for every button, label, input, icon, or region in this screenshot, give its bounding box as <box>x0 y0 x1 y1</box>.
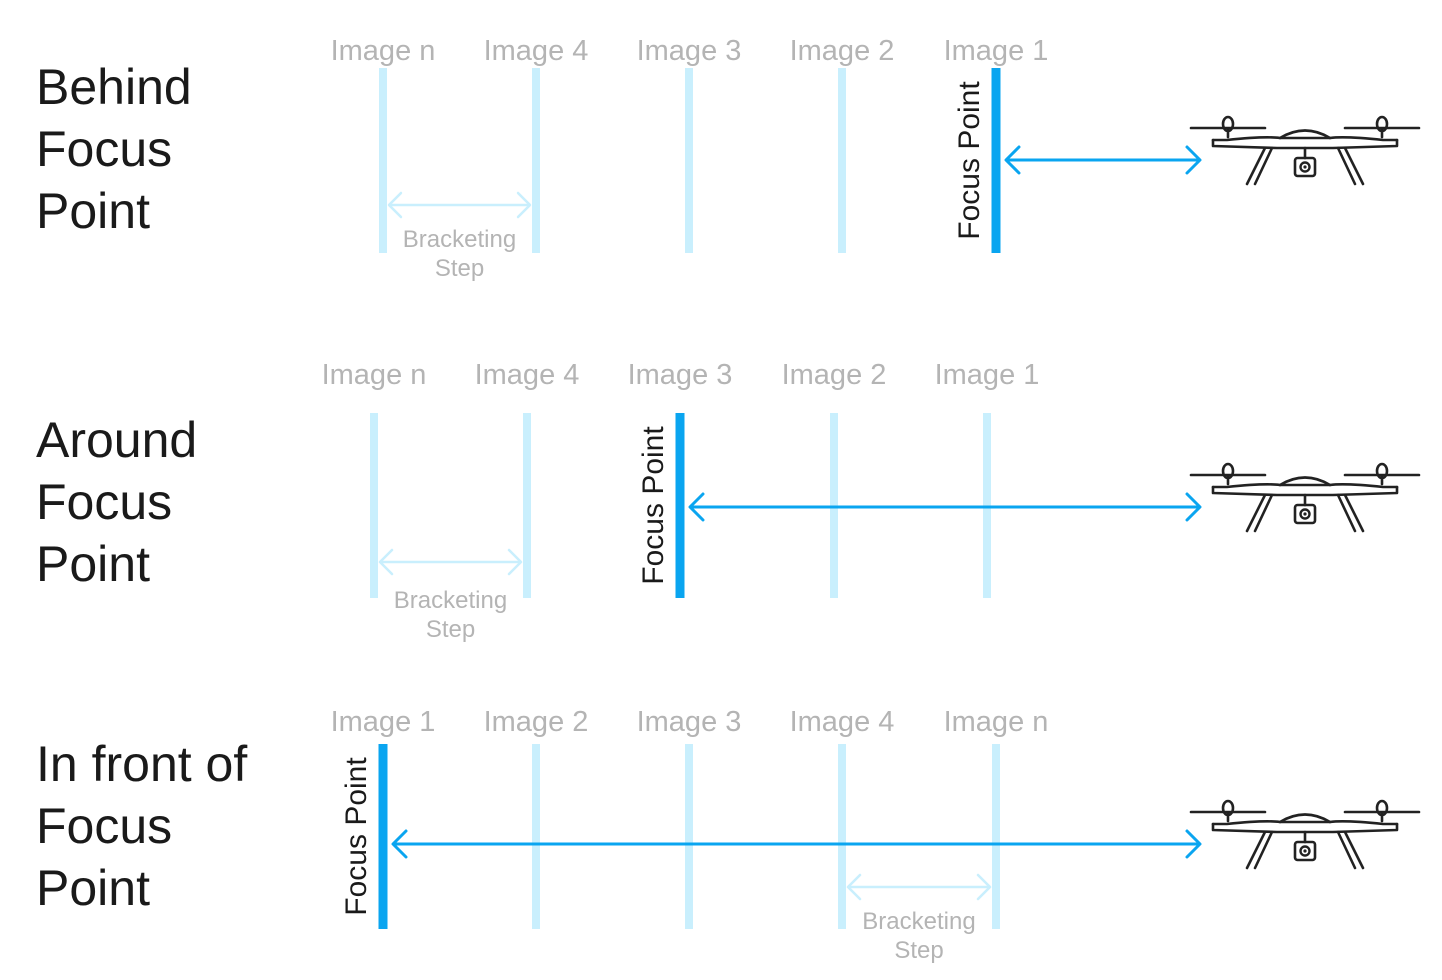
focus-distance-arrow <box>391 829 1202 859</box>
row-title-line: Focus <box>36 121 173 177</box>
row-title-line: Point <box>36 860 150 916</box>
focus-point-label: Focus Point <box>637 426 670 585</box>
bracketing-row-1: Image n Image 4 Image 3 Image 2 Image 1 Focus… <box>331 35 1421 282</box>
bracketing-step-label: Bracketing <box>403 226 516 253</box>
row-title-line: Focus <box>36 798 173 854</box>
image-label: Image 1 <box>944 35 1049 67</box>
image-label: Image 1 <box>331 706 436 738</box>
row-title-line: Behind <box>36 59 192 115</box>
bracketing-step-label: Bracketing <box>862 908 975 935</box>
image-label: Image 1 <box>935 359 1040 391</box>
bracketing-step-arrow <box>378 548 523 576</box>
quadcopter-drone-icon <box>1189 115 1421 186</box>
row-title-line: In front of <box>36 736 248 792</box>
image-label: Image n <box>322 359 427 391</box>
focus-distance-arrow <box>688 492 1202 522</box>
bracketing-step-arrow <box>846 873 992 901</box>
row-title-around: Around Focus Point <box>36 409 316 595</box>
focus-point-label: Focus Point <box>340 757 373 916</box>
row-title-behind: Behind Focus Point <box>36 56 316 242</box>
bracketing-row-3: Image 1 Image 2 Image 3 Image 4 Image n Focus… <box>331 706 1421 964</box>
bracketing-row-2: Image n Image 4 Image 3 Image 2 Image 1 Focus… <box>322 359 1421 643</box>
image-label: Image 4 <box>790 706 895 738</box>
image-label: Image n <box>944 706 1049 738</box>
quadcopter-drone-icon <box>1189 462 1421 533</box>
row-title-line: Focus <box>36 474 173 530</box>
bracketing-step-label: Step <box>894 937 943 964</box>
focus-distance-arrow <box>1004 145 1202 175</box>
focus-point-label: Focus Point <box>953 81 986 240</box>
row-title-in-front: In front of Focus Point <box>36 733 316 919</box>
image-label: Image 2 <box>790 35 895 67</box>
bracketing-step-arrow <box>387 191 532 219</box>
row-title-line: Point <box>36 536 150 592</box>
image-label: Image 2 <box>782 359 887 391</box>
image-label: Image 3 <box>637 35 742 67</box>
row-title-line: Point <box>36 183 150 239</box>
bracketing-step-label: Bracketing <box>394 587 507 614</box>
camera-icon <box>1293 840 1317 862</box>
image-label: Image 3 <box>628 359 733 391</box>
image-label: Image n <box>331 35 436 67</box>
bracketing-step-label: Step <box>435 255 484 282</box>
camera-icon <box>1293 503 1317 525</box>
bracketing-step-label: Step <box>426 616 475 643</box>
image-label: Image 4 <box>484 35 589 67</box>
camera-icon <box>1293 156 1317 178</box>
image-label: Image 3 <box>637 706 742 738</box>
row-title-line: Around <box>36 412 198 468</box>
quadcopter-drone-icon <box>1189 799 1421 870</box>
image-label: Image 2 <box>484 706 589 738</box>
image-label: Image 4 <box>475 359 580 391</box>
